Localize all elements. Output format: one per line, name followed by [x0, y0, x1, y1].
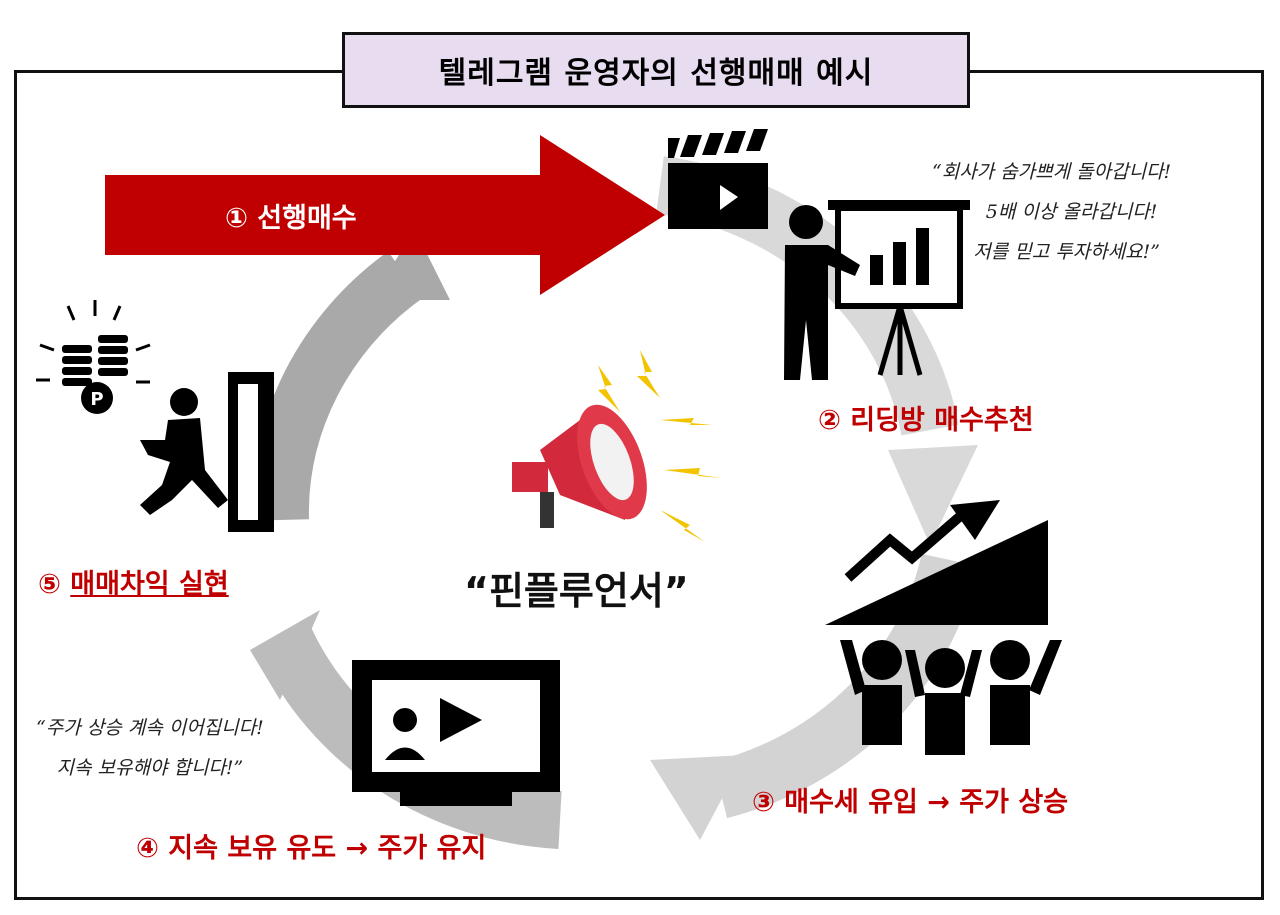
- red-buy-arrow: [105, 135, 665, 295]
- cycle-arrowhead-top: [370, 230, 450, 300]
- diagram-title: 텔레그램 운영자의 선행매매 예시: [342, 32, 970, 108]
- quote-bottom: “주가 상승 계속 이어집니다! 지속 보유해야 합니다!”: [36, 708, 264, 788]
- coin-stack-icon: P: [36, 300, 151, 414]
- step-4-num: ④: [136, 833, 159, 864]
- quote-top: “회사가 숨가쁘게 돌아갑니다! 5배 이상 올라갑니다! 저를 믿고 투자하세…: [932, 152, 1171, 272]
- step-1-label: ① 선행매수: [225, 196, 357, 235]
- step-2-text: 리딩방 매수추천: [850, 405, 1034, 436]
- clapperboard-icon: [668, 129, 768, 229]
- center-label: “핀플루언서”: [464, 569, 689, 613]
- quote-top-line-1: “회사가 숨가쁘게 돌아갑니다!: [932, 161, 1172, 183]
- step-1-num: ①: [225, 203, 248, 234]
- running-exit-icon: [140, 372, 274, 532]
- step-5-label: ⑤ 매매차익 실현: [38, 562, 229, 601]
- step-4-label: ④ 지속 보유 유도 → 주가 유지: [136, 826, 486, 865]
- megaphone-icon: [512, 350, 722, 542]
- quote-top-line-3: 저를 믿고 투자하세요!”: [973, 241, 1160, 263]
- tv-broadcast-icon: [352, 660, 560, 806]
- cycle-arrowhead-right: [888, 445, 978, 545]
- coin-letter: P: [90, 389, 103, 410]
- step-3-label: ③ 매수세 유입 → 주가 상승: [752, 780, 1068, 819]
- step-3-num: ③: [752, 787, 775, 818]
- cycle-arrowhead-left: [250, 610, 320, 700]
- quote-bottom-line-2: 지속 보유해야 합니다!”: [56, 757, 244, 779]
- step-3-text: 매수세 유입 → 주가 상승: [784, 787, 1069, 818]
- cycle-arrowhead-bottom: [650, 755, 745, 840]
- step-5-num: ⑤: [38, 569, 61, 600]
- step-5-text: 매매차익 실현: [70, 569, 229, 600]
- cheering-crowd-icon: [840, 640, 1062, 755]
- quote-top-line-2: 5배 이상 올라갑니다!: [985, 201, 1158, 223]
- step-1-text: 선행매수: [257, 203, 357, 234]
- step-4-text: 지속 보유 유도 → 주가 유지: [168, 833, 487, 864]
- presenter-icon: [784, 200, 970, 380]
- step-2-num: ②: [818, 405, 841, 436]
- step-2-label: ② 리딩방 매수추천: [818, 398, 1034, 437]
- quote-bottom-line-1: “주가 상승 계속 이어집니다!: [36, 717, 264, 739]
- rising-chart-icon: [825, 500, 1048, 625]
